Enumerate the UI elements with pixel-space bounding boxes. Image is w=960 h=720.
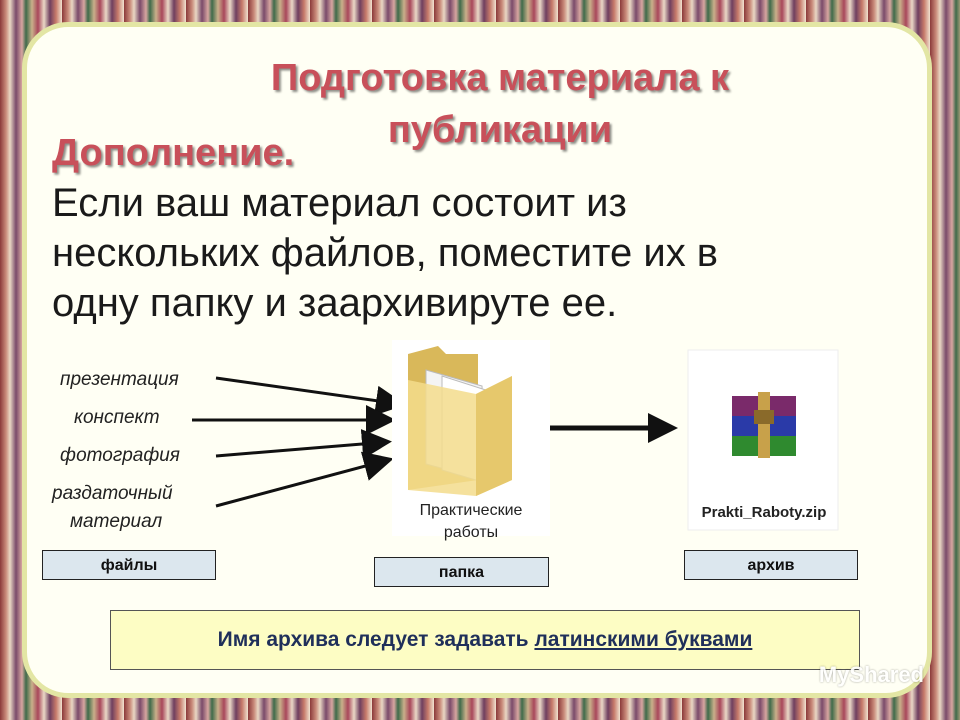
label-folder: папка xyxy=(374,557,549,587)
folder-caption: Практические работы xyxy=(398,500,544,544)
folder-icon xyxy=(392,340,550,536)
folder-caption-line-1: Практические xyxy=(419,502,523,519)
title-line-1: Подготовка материала к xyxy=(270,57,730,99)
body-line-3: одну папку и заархивируте ее. xyxy=(52,281,618,325)
winrar-archive-icon xyxy=(687,349,839,531)
arrow-presentation xyxy=(215,376,406,416)
note-prefix: Имя архива следует задавать xyxy=(217,628,535,651)
note-underlined: латинскими буквами xyxy=(534,628,753,651)
file-item-presentation: презентация xyxy=(60,369,179,390)
file-item-handout-1: раздаточный xyxy=(52,483,173,504)
subheading: Дополнение. xyxy=(52,132,295,174)
label-archive: архив xyxy=(684,550,858,580)
archive-caption: Prakti_Raboty.zip xyxy=(701,504,827,521)
arrow-photo xyxy=(215,429,392,459)
file-item-photo: фотография xyxy=(60,445,180,466)
body-line-2: нескольких файлов, поместите их в xyxy=(52,231,719,275)
arrow-handout xyxy=(215,451,394,508)
body-line-1: Если ваш материал состоит из xyxy=(52,181,627,225)
note-box: Имя архива следует задавать латинскими б… xyxy=(110,610,860,670)
label-files: файлы xyxy=(42,550,216,580)
file-item-handout-2: материал xyxy=(70,511,163,532)
title-line-2: публикации xyxy=(387,109,613,151)
slide-title: Подготовка материала к публикации xyxy=(200,52,800,156)
file-item-notes: конспект xyxy=(74,407,160,428)
folder-caption-line-2: работы xyxy=(443,524,499,541)
watermark: MyShared xyxy=(818,662,924,687)
body-text: Если ваш материал состоит из нескольких … xyxy=(52,178,872,328)
